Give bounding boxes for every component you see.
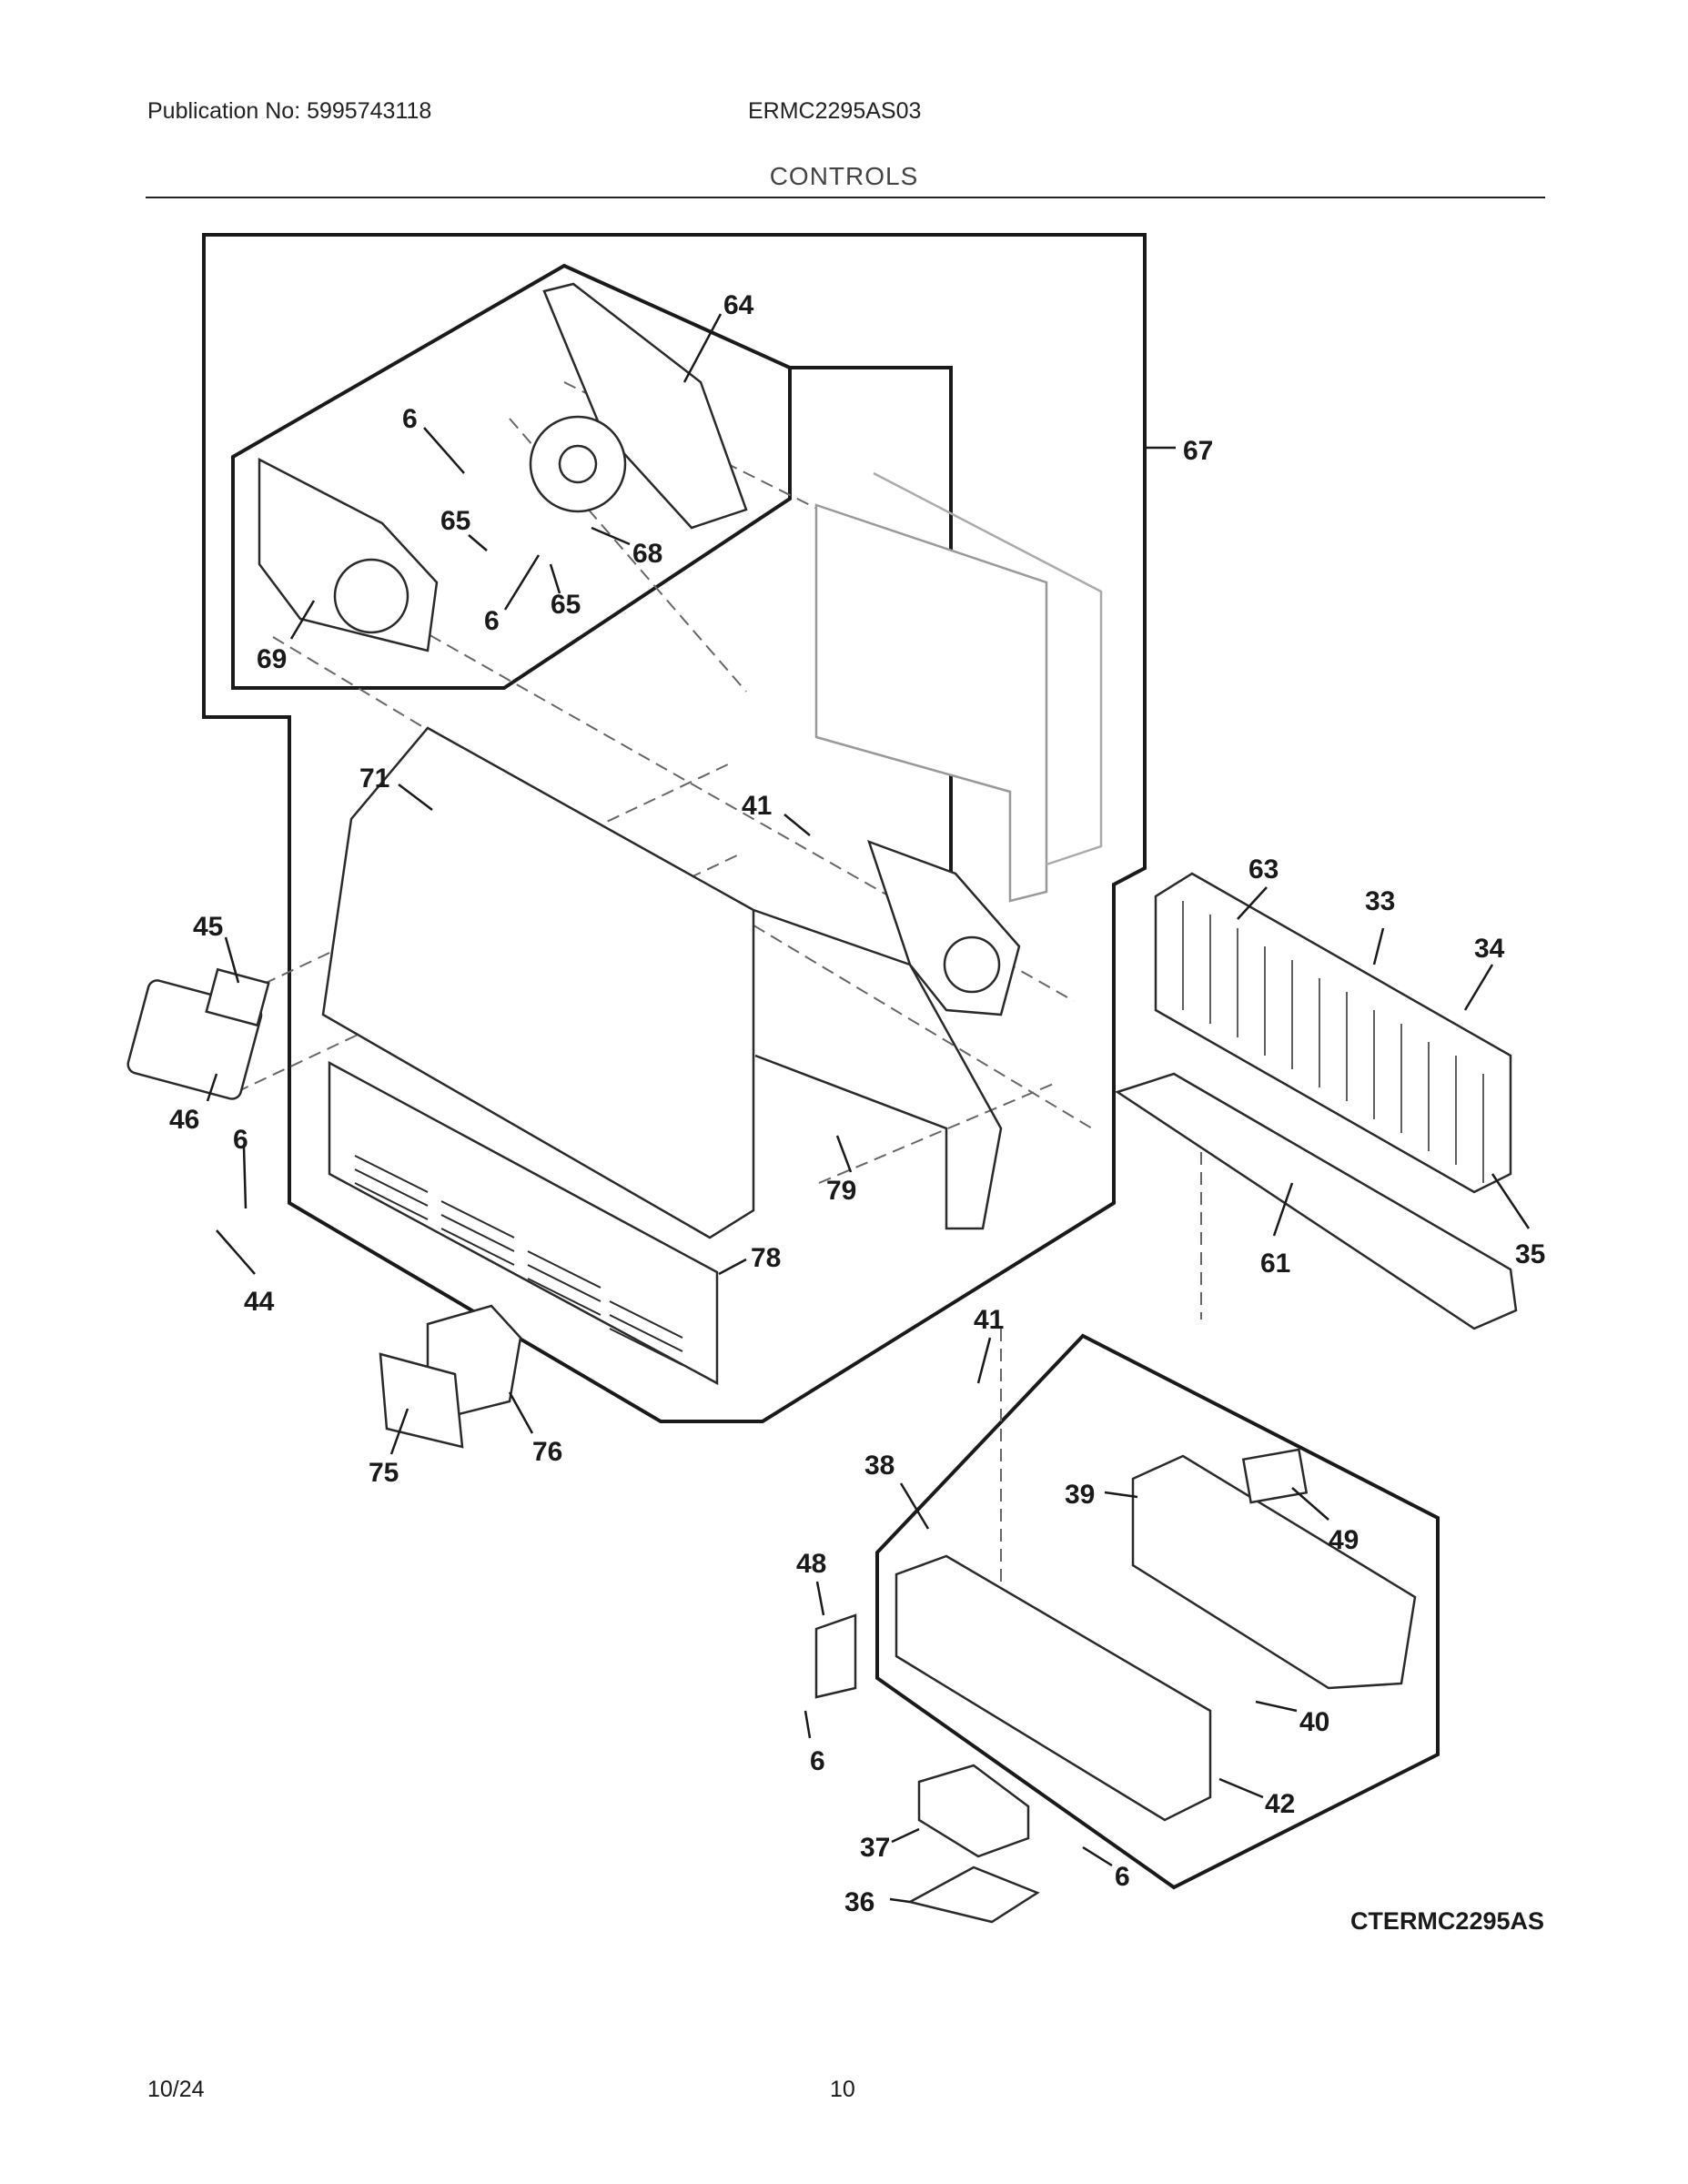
callout-64: 64 xyxy=(723,290,754,320)
callout-67: 67 xyxy=(1183,436,1213,466)
callout-6e: 6 xyxy=(1115,1862,1130,1892)
callout-48: 48 xyxy=(796,1549,826,1579)
callout-36: 36 xyxy=(844,1887,874,1917)
callout-46: 46 xyxy=(169,1105,199,1135)
header-rule xyxy=(146,197,1545,198)
callout-79: 79 xyxy=(826,1176,856,1206)
callout-63: 63 xyxy=(1248,854,1279,885)
callout-39: 39 xyxy=(1065,1480,1095,1510)
diagram-reference-code: CTERMC2295AS xyxy=(1349,1907,1544,1935)
callout-41b: 41 xyxy=(974,1305,1004,1335)
evaporator-coil xyxy=(1154,872,1512,1194)
light-37 xyxy=(917,1764,1030,1858)
callout-35: 35 xyxy=(1515,1239,1545,1269)
callout-6: 6 xyxy=(402,404,418,434)
control-housing-39 xyxy=(1131,1454,1417,1690)
assembly-outline-67 xyxy=(202,233,1147,1423)
display-board xyxy=(205,967,270,1027)
callout-61: 61 xyxy=(1260,1249,1290,1279)
callout-65: 65 xyxy=(440,506,470,536)
fan-49 xyxy=(1241,1448,1309,1504)
callout-34: 34 xyxy=(1474,934,1505,964)
callout-49: 49 xyxy=(1329,1525,1359,1555)
drain-pan xyxy=(1115,1072,1518,1330)
control-assembly-box xyxy=(875,1333,1440,1890)
cover-48 xyxy=(814,1613,857,1699)
callout-69: 69 xyxy=(257,644,287,674)
cover-75 xyxy=(379,1352,464,1449)
callout-6d: 6 xyxy=(810,1746,825,1776)
blower-small xyxy=(866,839,1021,1016)
lower-grille-panel xyxy=(328,1060,719,1386)
blower-inset-box xyxy=(231,263,792,690)
callout-45: 45 xyxy=(193,912,223,942)
lens-36 xyxy=(906,1866,1040,1924)
callout-6b: 6 xyxy=(484,606,500,636)
page-number: 10 xyxy=(830,2077,855,2102)
rear-duct-cover xyxy=(814,503,1048,903)
callout-75: 75 xyxy=(369,1458,399,1488)
callout-42: 42 xyxy=(1265,1789,1295,1819)
callout-68: 68 xyxy=(632,539,662,569)
model-number: ERMC2295AS03 xyxy=(748,98,922,124)
callout-6c: 6 xyxy=(233,1125,248,1155)
callout-41: 41 xyxy=(742,791,772,821)
publication-number: Publication No: 5995743118 xyxy=(147,98,432,124)
callout-33: 33 xyxy=(1365,886,1395,916)
callout-38: 38 xyxy=(864,1451,895,1481)
control-box-42 xyxy=(895,1554,1212,1822)
callout-78: 78 xyxy=(751,1243,781,1273)
callout-65b: 65 xyxy=(551,590,581,620)
footer-date: 10/24 xyxy=(147,2077,205,2102)
callout-44: 44 xyxy=(244,1287,275,1317)
callout-76: 76 xyxy=(532,1437,562,1467)
callout-40: 40 xyxy=(1299,1707,1329,1737)
section-title: CONTROLS xyxy=(769,162,919,190)
callout-71: 71 xyxy=(359,763,389,794)
callout-37: 37 xyxy=(860,1833,890,1863)
